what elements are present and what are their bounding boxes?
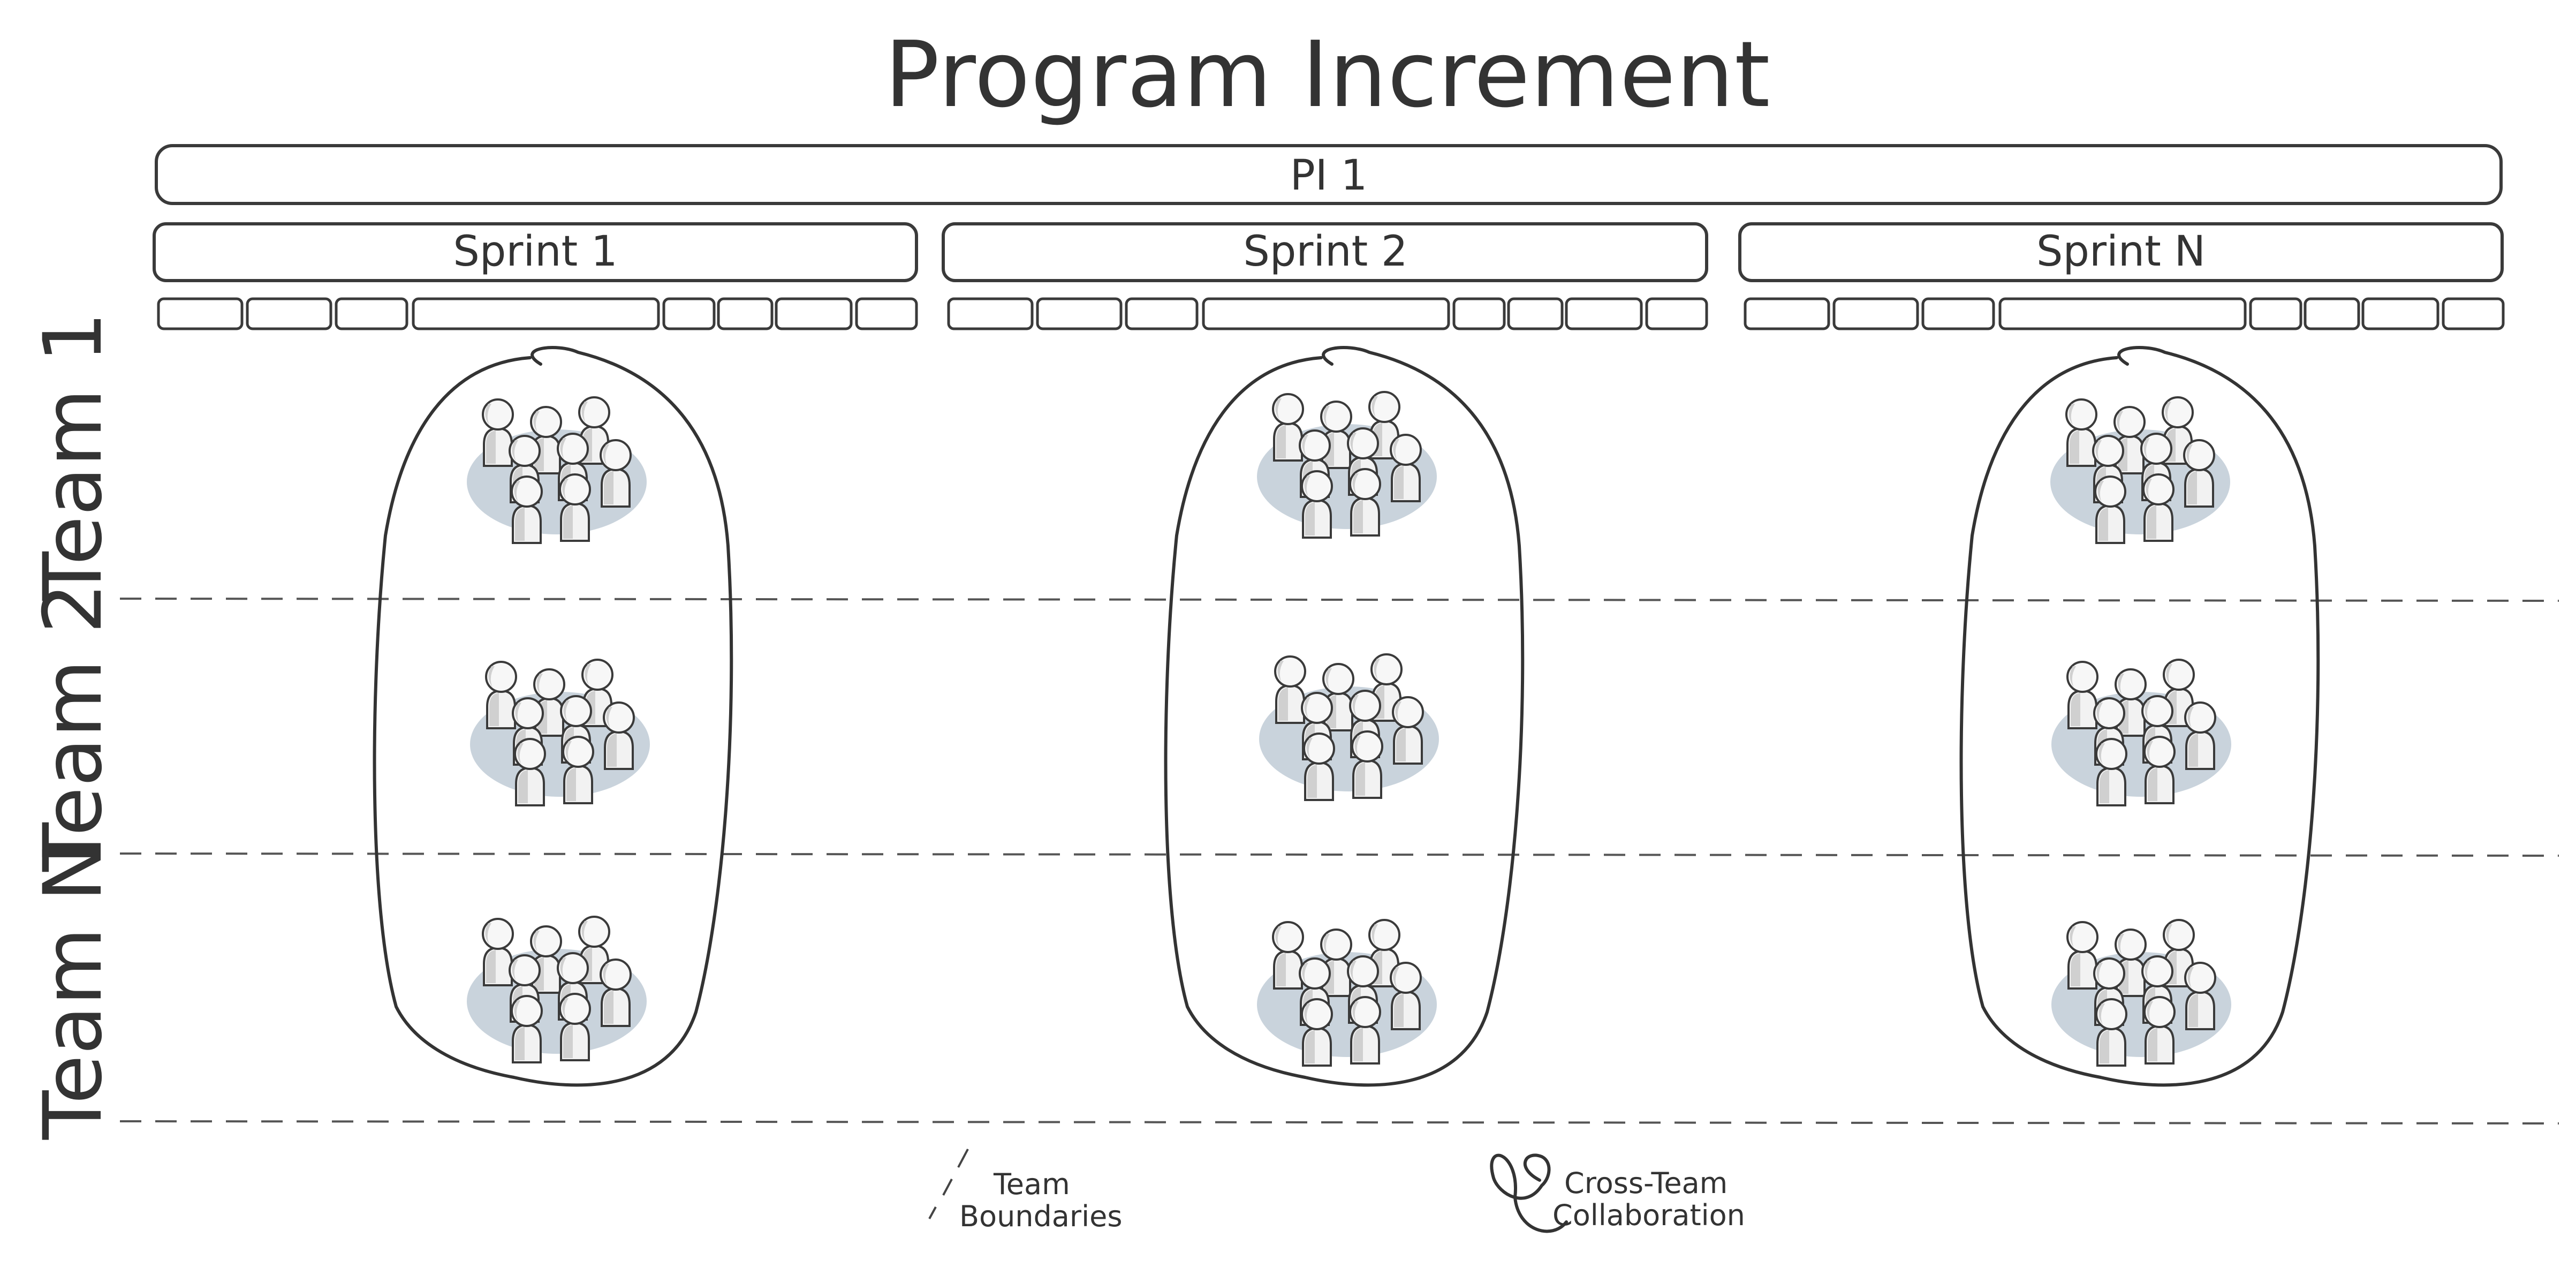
segment (1565, 297, 1643, 330)
team-boundary-line (119, 598, 2559, 602)
dashed-boundary-icon (928, 1149, 969, 1219)
team-group (2051, 920, 2231, 1066)
pi-bar: PI 1 (155, 144, 2503, 205)
team-group (467, 917, 647, 1062)
team-label-2: Team 2 (27, 583, 120, 872)
collaboration-loop-icon (1490, 1153, 1568, 1233)
legend-boundaries-line2: Boundaries (959, 1199, 1122, 1233)
team-group (1257, 392, 1437, 538)
segment (2442, 297, 2505, 330)
segment (775, 297, 853, 330)
legend-collab-line1: Cross-Team (1564, 1166, 1728, 1200)
cross-team-loop-2 (1164, 346, 1525, 1087)
segment (335, 297, 408, 330)
team-group (1257, 920, 1437, 1066)
segment (662, 297, 716, 330)
team-group (467, 397, 647, 543)
segment (1452, 297, 1506, 330)
segment (1998, 297, 2247, 330)
team-boundary-line (119, 852, 2559, 857)
team-group (1259, 654, 1439, 800)
segment (1921, 297, 1995, 330)
segment (246, 297, 332, 330)
legend-cross-team-collaboration: Cross-Team Collaboration (1490, 1153, 1745, 1233)
segment (2361, 297, 2439, 330)
team-boundary-line (119, 1120, 2559, 1124)
team-group (2051, 660, 2231, 805)
sprint-label: Sprint 1 (453, 228, 617, 276)
legend-collab-line2: Collaboration (1552, 1198, 1745, 1232)
team-group (470, 660, 650, 805)
team-group (2050, 397, 2230, 543)
diagram-title: Program Increment (885, 22, 1771, 128)
segment (1036, 297, 1123, 330)
segment (1832, 297, 1919, 330)
segment (1507, 297, 1564, 330)
sprint-1-segments (157, 297, 918, 330)
sprint-3-segments (1744, 297, 2505, 330)
sprint-bar-1: Sprint 1 (153, 222, 918, 282)
legend-boundaries-line1: Team (993, 1167, 1070, 1201)
segment (2249, 297, 2302, 330)
team-label-n: Team N (27, 842, 120, 1140)
segment (717, 297, 774, 330)
segment (947, 297, 1034, 330)
segment (1645, 297, 1708, 330)
cross-team-loop-3 (1959, 346, 2320, 1087)
segment (855, 297, 918, 330)
pi-label: PI 1 (1290, 152, 1367, 200)
segment (412, 297, 660, 330)
legend-team-boundaries: Team Boundaries (928, 1149, 1122, 1233)
sprint-label: Sprint 2 (1243, 228, 1407, 276)
segment (2304, 297, 2360, 330)
sprint-bar-2: Sprint 2 (942, 222, 1708, 282)
segment (1125, 297, 1199, 330)
sprint-label: Sprint N (2036, 228, 2206, 276)
segment (1202, 297, 1450, 330)
segment (157, 297, 244, 330)
sprint-2-segments (947, 297, 1708, 330)
segment (1744, 297, 1830, 330)
team-label-1: Team 1 (27, 312, 120, 601)
cross-team-loop-1 (373, 346, 733, 1087)
sprint-bar-3: Sprint N (1738, 222, 2504, 282)
